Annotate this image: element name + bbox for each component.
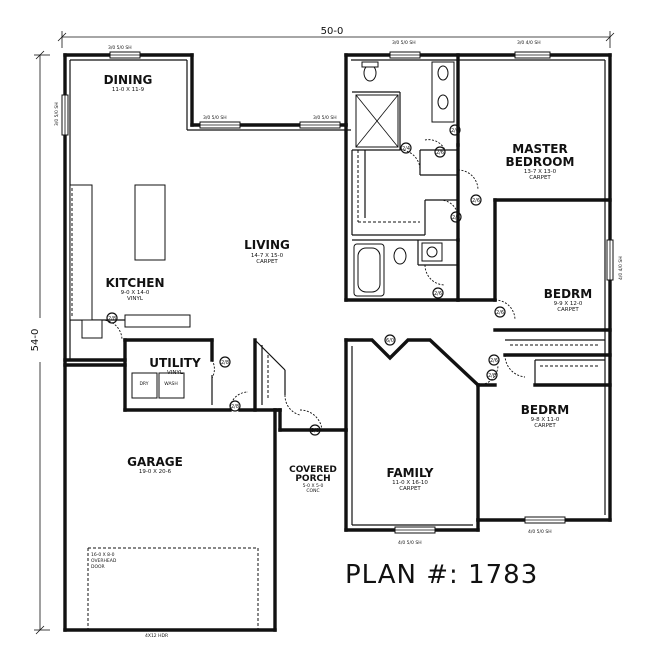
window-label: 4/0 4/0 SH [618, 256, 624, 280]
door-tag: 2/6 [449, 124, 461, 136]
door-tag: 2/6 [488, 354, 500, 366]
svg-text:2/6: 2/6 [434, 291, 442, 297]
window-label: 3/0 5/0 SH [392, 40, 416, 46]
room-master-size: 13-7 X 13-0 [524, 169, 557, 175]
vanity [431, 61, 455, 123]
dryer [131, 372, 158, 399]
room-porch-floor: CONC [306, 488, 319, 494]
window-label: 3/0 5/0 SH [203, 115, 227, 121]
room-labels: DINING 11-0 X 11-9 LIVING 14-7 X 15-0 CA… [104, 73, 593, 494]
dimension-width: 50-0 [57, 24, 615, 48]
room-master-name-2: BEDROOM [506, 155, 575, 169]
door-tags: 2/8 2/8 2/8 3/0 6/0 2/4 2/6 2/6 2/6 2/8 … [106, 124, 506, 436]
room-kitchen-name: KITCHEN [105, 276, 164, 290]
door-tag: 2/8 [229, 400, 241, 412]
depth-dimension-label: 54-0 [30, 329, 41, 352]
room-living-size: 14-7 X 15-0 [251, 253, 284, 259]
dimension-depth: 54-0 [28, 50, 50, 635]
room-bedrm1-floor: CARPET [557, 307, 579, 313]
room-utility-name: UTILITY [149, 356, 201, 370]
room-family-size: 11-0 X 16-10 [392, 480, 428, 486]
svg-text:2/6: 2/6 [436, 150, 444, 156]
door-tag: 2/6 [432, 287, 444, 299]
svg-text:2/6: 2/6 [451, 128, 459, 134]
svg-text:3/0: 3/0 [311, 428, 319, 434]
door-tag: 2/8 [106, 312, 118, 324]
toilet-2 [393, 247, 407, 265]
svg-text:2/8: 2/8 [452, 215, 460, 221]
room-living-name: LIVING [244, 238, 290, 252]
window-label: 3/0 5/0 SH [313, 115, 337, 121]
window-label: 3/0 5/0 SH [108, 45, 132, 51]
svg-text:2/4: 2/4 [402, 146, 410, 152]
room-bedrm1-size: 9-9 X 12-0 [554, 301, 583, 307]
door-tag: 6/0 [384, 334, 396, 346]
door-tag: 2/6 [434, 146, 446, 158]
window-label: 3/0 4/0 SH [517, 40, 541, 46]
room-bedrm2-size: 9-8 X 11-0 [531, 417, 560, 423]
washer [158, 372, 185, 399]
plan-number-label: PLAN #: 1783 [345, 560, 538, 590]
door-tag: 3/0 [309, 424, 321, 436]
room-garage-size: 19-0 X 20-6 [139, 469, 172, 475]
door-tag: 2/6 [486, 369, 498, 381]
room-bedrm2-name: BEDRM [521, 403, 570, 417]
garage-door-note: OVERHEAD [91, 558, 117, 564]
room-garage-name: GARAGE [127, 455, 183, 469]
room-kitchen-floor: VINYL [127, 296, 144, 302]
svg-text:2/6: 2/6 [496, 310, 504, 316]
room-family-floor: CARPET [399, 486, 421, 492]
window-label: 3/0 5/0 SH [54, 102, 60, 126]
header-note: 4X12 HDR [145, 633, 168, 639]
room-master-name-1: MASTER [512, 142, 568, 156]
kitchen-island [134, 184, 166, 261]
garage-door: 16-0 X 8-0 OVERHEAD DOOR 4X12 HDR [87, 547, 259, 639]
room-porch-name-1: COVERED [289, 465, 337, 475]
svg-text:2/6: 2/6 [472, 198, 480, 204]
door-tag: 2/8 [450, 211, 462, 223]
room-porch-size: 5-0 X 5-0 [303, 483, 324, 489]
room-master-floor: CARPET [529, 175, 551, 181]
window-label: 4/0 5/0 SH [398, 540, 422, 546]
svg-text:2/8: 2/8 [231, 404, 239, 410]
svg-text:2/8: 2/8 [221, 360, 229, 366]
svg-text:2/6: 2/6 [488, 373, 496, 379]
door-tag: 2/8 [219, 356, 231, 368]
room-family-name: FAMILY [387, 466, 434, 480]
door-tag: 2/6 [494, 306, 506, 318]
garage-door-note: DOOR [91, 564, 105, 570]
room-utility-floor: VINYL [167, 370, 184, 376]
room-bedrm1-name: BEDRM [544, 287, 593, 301]
svg-text:6/0: 6/0 [386, 338, 394, 344]
room-bedrm2-floor: CARPET [534, 423, 556, 429]
width-dimension-label: 50-0 [321, 26, 344, 37]
room-kitchen-size: 9-0 X 14-0 [121, 290, 150, 296]
garage-door-note: 16-0 X 8-0 [91, 552, 115, 558]
dryer-label: DRY [139, 381, 148, 387]
window-labels: 3/0 5/0 SH 3/0 5/0 SH 3/0 5/0 SH 3/0 5/0… [54, 40, 624, 546]
svg-text:2/6: 2/6 [490, 358, 498, 364]
room-dining-name: DINING [104, 73, 153, 87]
room-dining-size: 11-0 X 11-9 [112, 87, 145, 93]
washer-label: WASH [164, 381, 178, 387]
room-porch-name-2: PORCH [295, 474, 330, 484]
doors [101, 139, 526, 431]
door-tag: 2/4 [400, 142, 412, 154]
windows [61, 51, 614, 534]
door-tag: 2/6 [470, 194, 482, 206]
fixtures [69, 61, 455, 399]
window-label: 4/0 5/0 SH [528, 529, 552, 535]
svg-text:2/8: 2/8 [108, 316, 116, 322]
room-living-floor: CARPET [256, 259, 278, 265]
